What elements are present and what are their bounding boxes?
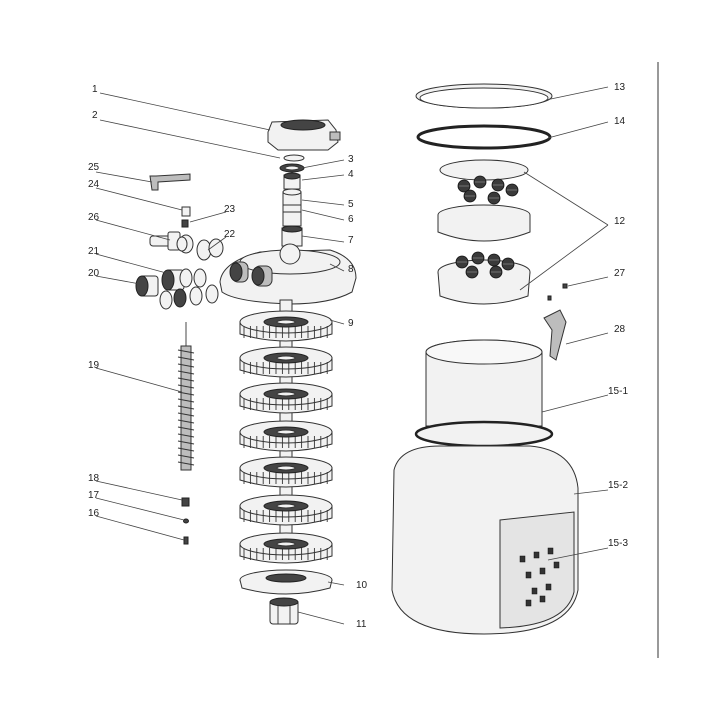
part-2-oring <box>283 154 305 162</box>
part-9-disc-stack <box>239 299 333 564</box>
label-12: 12 <box>614 216 626 227</box>
leader-lines <box>95 86 609 625</box>
tank-hole <box>519 555 526 563</box>
label-18: 18 <box>88 473 100 484</box>
part-24-pin <box>181 206 191 217</box>
label-22: 22 <box>224 229 236 240</box>
filter-disc <box>239 382 333 414</box>
tank-hole <box>553 561 560 569</box>
part-16-bolt <box>183 536 189 545</box>
part-8-lid <box>219 243 357 305</box>
part-1-valve-head <box>267 119 341 151</box>
part-22-rings <box>196 238 224 261</box>
label-21: 21 <box>88 246 100 257</box>
label-5: 5 <box>348 199 354 210</box>
part-12-upper-laterals <box>437 159 531 242</box>
label-1: 1 <box>92 84 98 95</box>
part-15-2-lower-tank <box>391 445 579 635</box>
label-7: 7 <box>348 235 354 246</box>
label-13: 13 <box>614 82 626 93</box>
label-2: 2 <box>92 110 98 121</box>
label-15-3: 15-3 <box>608 538 628 549</box>
tank-hole <box>545 583 552 591</box>
label-16: 16 <box>88 508 100 519</box>
part-25-handle <box>149 173 191 191</box>
label-20: 20 <box>88 268 100 279</box>
label-9: 9 <box>348 318 354 329</box>
filter-disc <box>239 420 333 452</box>
part-19-rod <box>177 322 195 471</box>
label-28: 28 <box>614 324 626 335</box>
label-11: 11 <box>356 619 367 630</box>
part-21-union <box>161 268 207 291</box>
label-15-1: 15-1 <box>608 386 628 397</box>
label-3: 3 <box>348 154 354 165</box>
part-15-1-upper-tank <box>414 339 554 448</box>
tank-hole <box>533 551 540 559</box>
filter-disc <box>239 532 333 564</box>
tank-hole <box>539 567 546 575</box>
part-13-clamp-ring <box>415 83 553 109</box>
part-11-bottom-nut <box>269 597 299 625</box>
part-10-bottom-plate <box>239 569 333 595</box>
part-18-nut <box>181 497 190 507</box>
label-10: 10 <box>356 580 368 591</box>
label-6: 6 <box>348 214 354 225</box>
label-23: 23 <box>224 204 236 215</box>
part-7-collar <box>281 225 303 247</box>
label-25: 25 <box>88 162 100 173</box>
label-17: 17 <box>88 490 100 501</box>
tank-hole <box>539 595 546 603</box>
part-5-6-spindle <box>282 188 302 227</box>
filter-disc <box>239 346 333 378</box>
label-24: 24 <box>88 179 100 190</box>
part-27-screw <box>562 283 568 289</box>
tank-hole <box>547 547 554 555</box>
label-8: 8 <box>348 264 354 275</box>
tank-hole <box>525 599 532 607</box>
part-28-latch <box>543 309 567 361</box>
part-15-3-holes <box>519 547 560 607</box>
part-17-washer <box>183 518 189 524</box>
part-12-lower-laterals <box>437 251 531 305</box>
label-26: 26 <box>88 212 100 223</box>
label-27: 27 <box>614 268 626 279</box>
part-number-labels: 1 2 3 4 5 6 7 8 9 10 11 25 24 23 26 22 2… <box>88 82 628 630</box>
filter-disc <box>239 456 333 488</box>
tank-hole <box>531 587 538 595</box>
label-19: 19 <box>88 360 100 371</box>
part-23-clip <box>181 219 189 228</box>
part-26-valve-fitting <box>149 231 194 254</box>
tank-hole <box>525 571 532 579</box>
filter-disc <box>239 310 333 342</box>
filter-disc <box>239 494 333 526</box>
part-20-union <box>135 275 219 310</box>
part-4-bushing <box>283 172 301 190</box>
label-4: 4 <box>348 169 354 180</box>
label-15-2: 15-2 <box>608 480 628 491</box>
part-14-oring <box>416 124 552 150</box>
label-14: 14 <box>614 116 626 127</box>
